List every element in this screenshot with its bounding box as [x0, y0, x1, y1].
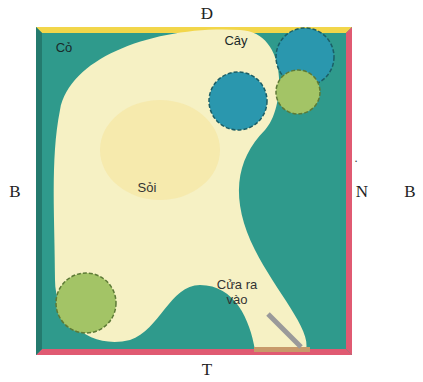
door-leaf: [268, 314, 301, 347]
west-edge: [36, 27, 42, 355]
east-edge: [346, 27, 352, 355]
tree: [56, 273, 116, 333]
gravel-shade: [100, 100, 220, 200]
compass-west: B: [9, 182, 20, 202]
doorway: [254, 347, 310, 352]
compass-extra: B: [404, 182, 415, 202]
grass-area: [36, 27, 352, 355]
gravel-area: [54, 29, 307, 350]
compass-north: Đ: [201, 4, 213, 24]
region-label: Cỏ: [56, 41, 73, 56]
compass-south: T: [202, 360, 212, 380]
stray-mark: .: [354, 151, 358, 166]
tree: [276, 70, 320, 114]
compass-east: N: [356, 182, 368, 202]
region-label: Cây: [224, 34, 247, 49]
region-label: Cửa ra vào: [205, 278, 269, 308]
region-label: Sỏi: [138, 181, 157, 196]
tree: [209, 72, 267, 130]
